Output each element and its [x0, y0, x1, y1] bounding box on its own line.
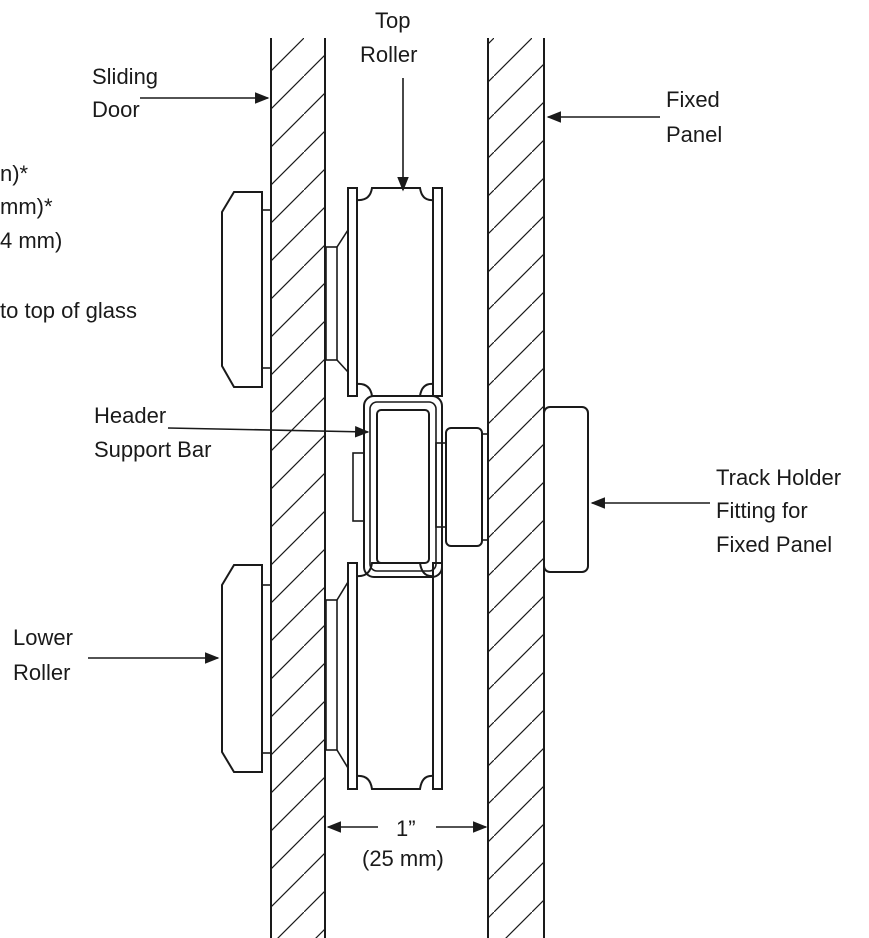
label-fixed-panel-line1: Fixed [666, 87, 720, 112]
track-holder-fitting [543, 406, 589, 573]
fixed-panel-glass [487, 38, 545, 938]
cutoff-text-line2: mm)* [0, 194, 53, 219]
label-header-bar-line2: Support Bar [94, 437, 211, 462]
header-support-bar [352, 395, 489, 578]
lower-roller [325, 562, 443, 790]
label-header-bar-line1: Header [94, 403, 166, 428]
top-roller [325, 187, 443, 397]
lower-roller-outer-cap [221, 564, 272, 773]
label-sliding-door-line2: Door [92, 97, 140, 122]
label-gap-mm: (25 mm) [362, 846, 444, 871]
label-fixed-panel-line2: Panel [666, 122, 722, 147]
label-lower-roller-line2: Roller [13, 660, 70, 685]
cutoff-text-line1: n)* [0, 161, 29, 186]
label-top-roller-line2: Roller [360, 42, 417, 67]
sliding-door-glass [270, 38, 326, 938]
arrow-header-bar [167, 425, 370, 438]
label-lower-roller-line1: Lower [13, 625, 73, 650]
label-top-roller-line1: Top [375, 8, 410, 33]
label-track-holder-line3: Fixed Panel [716, 532, 832, 557]
cutoff-text-line3: 4 mm) [0, 228, 62, 253]
cutoff-text-line4: to top of glass [0, 298, 137, 323]
top-roller-outer-cap [221, 191, 272, 388]
label-sliding-door-line1: Sliding [92, 64, 158, 89]
label-track-holder-line1: Track Holder [716, 465, 841, 490]
label-gap-inches: 1” [396, 816, 416, 841]
label-track-holder-line2: Fitting for [716, 498, 808, 523]
